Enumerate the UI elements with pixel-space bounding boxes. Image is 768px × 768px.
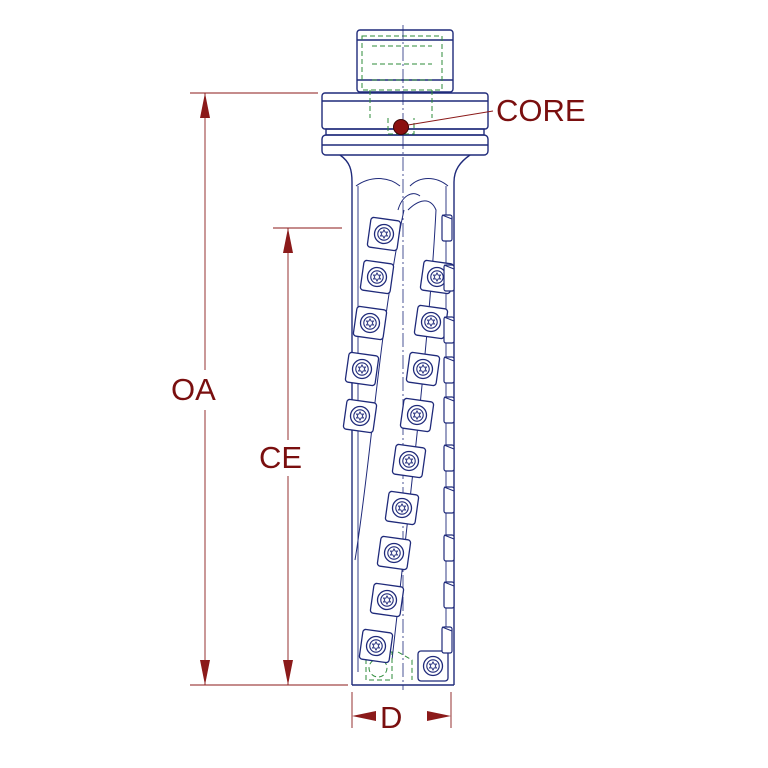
inserts-right-side bbox=[441, 214, 455, 654]
torx-screw-icon bbox=[376, 589, 398, 611]
core-label: CORE bbox=[496, 93, 586, 128]
dimension-arrows bbox=[200, 93, 451, 721]
torx-screw-icon bbox=[351, 358, 373, 380]
ce-label: CE bbox=[259, 440, 302, 475]
torx-screw-icon bbox=[383, 542, 405, 564]
oa-label: OA bbox=[171, 372, 216, 407]
torx-screw-icon bbox=[406, 404, 428, 426]
d-label: D bbox=[380, 700, 402, 735]
insert-bottom-right bbox=[417, 650, 449, 682]
torx-screw-icon bbox=[391, 497, 413, 519]
torx-screw-icon bbox=[373, 223, 395, 245]
torx-screw-icon bbox=[422, 655, 444, 677]
torx-screw-icon bbox=[398, 450, 420, 472]
torx-screw-icon bbox=[359, 312, 381, 334]
torx-screw-icon bbox=[366, 266, 388, 288]
torx-screw-icon bbox=[365, 635, 387, 657]
core-marker-icon bbox=[393, 110, 494, 135]
flute-left bbox=[354, 209, 405, 561]
torx-screw-icon bbox=[420, 311, 442, 333]
neck bbox=[339, 154, 471, 685]
torx-screw-icon bbox=[349, 405, 371, 427]
shank-top bbox=[356, 29, 454, 93]
torx-screw-icon bbox=[412, 358, 434, 380]
